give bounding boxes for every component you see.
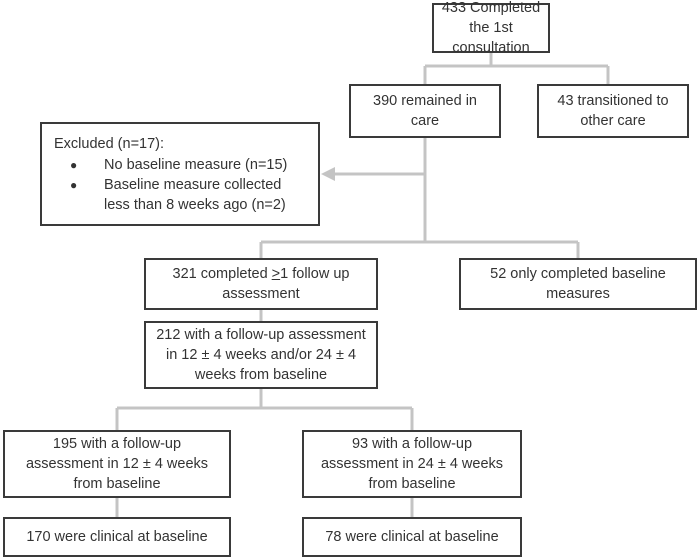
box-followup-24-weeks: 93 with a follow-up assessment in 24 ± 4… xyxy=(302,430,522,498)
box-followup-12-weeks: 195 with a follow-up assessment in 12 ± … xyxy=(3,430,231,498)
excluded-reasons-list: ● No baseline measure (n=15) ● Baseline … xyxy=(54,155,306,215)
box-remained-in-care-text: 390 remained in care xyxy=(373,93,477,129)
box-with-followup-window: 212 with a follow-up assessment in 12 ± … xyxy=(144,321,378,389)
box-clinical-baseline-24-text: 78 were clinical at baseline xyxy=(325,529,499,545)
greater-equal-symbol: > xyxy=(271,266,281,282)
box-followup-24-weeks-text: 93 with a follow-up assessment in 24 ± 4… xyxy=(320,436,504,492)
box-completed-followup-text: 321 completed >1 follow up assessment xyxy=(173,264,350,304)
box-only-baseline: 52 only completed baseline measures xyxy=(459,258,697,310)
bullet-icon: ● xyxy=(70,178,78,192)
excluded-reason-text: No baseline measure (n=15) xyxy=(104,157,288,173)
completed-followup-suffix: 1 follow up assessment xyxy=(222,266,350,302)
bullet-icon: ● xyxy=(70,158,78,172)
box-excluded: Excluded (n=17): ● No baseline measure (… xyxy=(40,122,320,226)
box-transitioned-other-care: 43 transitioned to other care xyxy=(537,84,689,138)
completed-followup-prefix: 321 completed xyxy=(172,266,272,282)
box-transitioned-other-care-text: 43 transitioned to other care xyxy=(557,93,669,129)
box-remained-in-care: 390 remained in care xyxy=(349,84,501,138)
box-followup-12-weeks-text: 195 with a follow-up assessment in 12 ± … xyxy=(25,436,209,492)
box-with-followup-window-text: 212 with a follow-up assessment in 12 ± … xyxy=(156,327,366,383)
excluded-reason-item: ● Baseline measure collected less than 8… xyxy=(54,175,306,215)
box-only-baseline-text: 52 only completed baseline measures xyxy=(490,266,666,302)
excluded-reason-text: Baseline measure collected less than 8 w… xyxy=(104,177,286,213)
box-clinical-baseline-12-text: 170 were clinical at baseline xyxy=(26,529,208,545)
exclusion-arrowhead xyxy=(321,167,335,181)
excluded-reason-item: ● No baseline measure (n=15) xyxy=(54,155,306,175)
box-completed-first-consultation-text: 433 Completed the 1st consultation xyxy=(441,0,541,56)
box-clinical-baseline-12: 170 were clinical at baseline xyxy=(3,517,231,557)
box-completed-followup: 321 completed >1 follow up assessment xyxy=(144,258,378,310)
excluded-title: Excluded (n=17): xyxy=(54,136,165,152)
box-completed-first-consultation: 433 Completed the 1st consultation xyxy=(432,0,550,56)
box-clinical-baseline-24: 78 were clinical at baseline xyxy=(302,517,522,557)
